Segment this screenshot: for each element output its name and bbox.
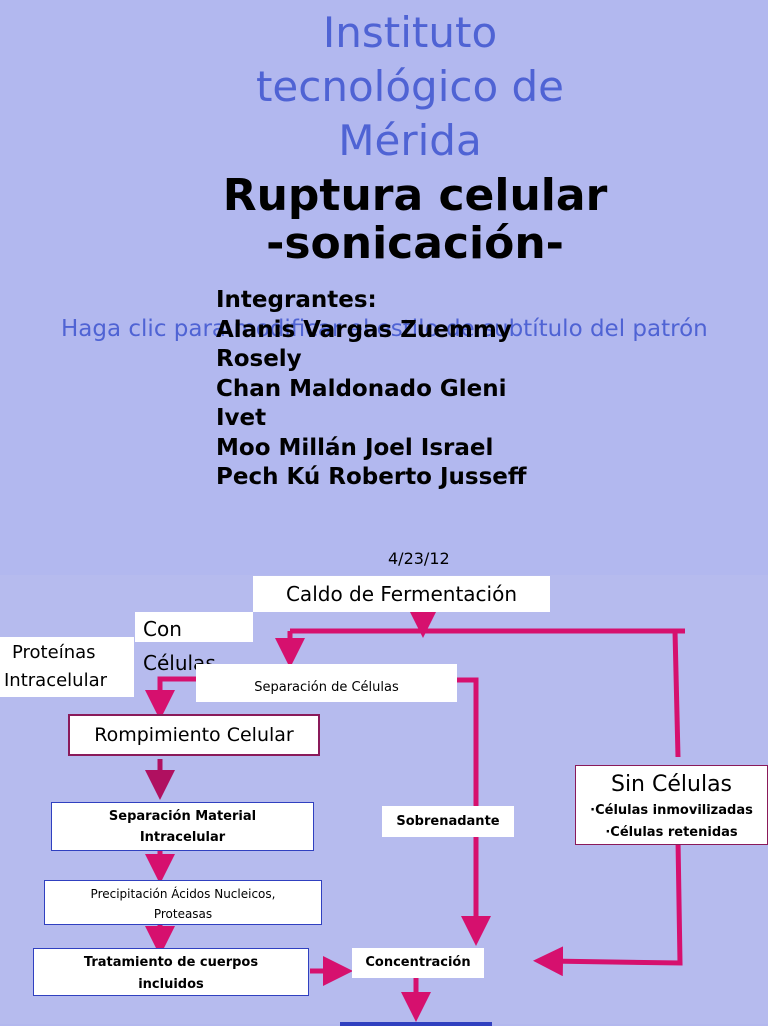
flowchart-slide: Caldo de Fermentación Con Células Proteí…	[0, 575, 768, 1026]
arrow-to-rompimiento	[145, 676, 196, 720]
member-line: Moo Millán Joel Israel	[216, 434, 494, 461]
concentracion-label: Concentración	[365, 955, 471, 970]
precipitacion-line: Precipitación Ácidos Nucleicos,	[90, 887, 276, 901]
member-line: Rosely	[216, 346, 302, 372]
concentracion-box: Concentración	[352, 948, 484, 978]
title-slide: Instituto tecnológico de Mérida Ruptura …	[61, 6, 708, 568]
proteinas-line: Proteínas	[12, 642, 96, 663]
institution-line: Mérida	[338, 116, 482, 165]
sin-celulas-box: Sin Células ·Células inmovilizadas ·Célu…	[575, 765, 768, 845]
separacion-material-box: Separación Material Intracelular	[51, 802, 314, 851]
rompimiento-label: Rompimiento Celular	[94, 724, 294, 746]
bottom-box-edge	[340, 1022, 492, 1026]
sobrenadante-label: Sobrenadante	[396, 814, 500, 829]
arrow-sin-celulas	[533, 839, 683, 977]
flow-arrows	[145, 608, 685, 1022]
members-list: Integrantes: Alanis Vargas Zuemmy Rosely…	[216, 286, 576, 493]
presentation-title: Ruptura celular -sonicación-	[150, 172, 680, 268]
sobrenadante-box: Sobrenadante	[382, 806, 514, 837]
tratamiento-line: incluidos	[138, 977, 204, 992]
separacion-celulas-box: Separación de Células	[196, 664, 457, 702]
member-line: Ivet	[216, 405, 267, 431]
precipitacion-line: Proteasas	[153, 907, 213, 921]
sin-celulas-title: Sin Células	[610, 772, 733, 797]
proteinas-line: Intracelular	[4, 670, 108, 691]
separacion-celulas-label: Separación de Células	[254, 680, 399, 695]
precipitacion-box: Precipitación Ácidos Nucleicos, Proteasa…	[44, 880, 322, 925]
institution-title: Instituto tecnológico de Mérida	[180, 6, 640, 168]
title-line: Ruptura celular	[222, 170, 608, 221]
institution-line: Instituto	[322, 8, 498, 57]
con-celulas-box: Con Células	[135, 612, 253, 675]
caldo-label: Caldo de Fermentación	[285, 582, 518, 606]
sin-celulas-item: ·Células retenidas	[605, 825, 738, 840]
member-line: Pech Kú Roberto Jusseff	[216, 464, 527, 490]
member-line: Alanis Vargas Zuemmy	[216, 316, 512, 343]
subtitle-placeholder[interactable]: Haga clic para modificar el estilo de su…	[61, 316, 708, 342]
tratamiento-line: Tratamiento de cuerpos	[83, 955, 259, 970]
separacion-material-line: Intracelular	[139, 830, 226, 845]
title-line: -sonicación-	[266, 218, 564, 269]
con-celulas-line: Con	[143, 617, 182, 641]
arrow-sobrenadante	[456, 677, 491, 946]
members-heading: Integrantes:	[216, 287, 377, 313]
institution-line: tecnológico de	[255, 62, 565, 111]
member-line: Chan Maldonado Gleni	[216, 375, 507, 402]
caldo-fermentacion-box: Caldo de Fermentación	[253, 576, 550, 612]
tratamiento-box: Tratamiento de cuerpos incluidos	[33, 948, 309, 996]
arrow-right-branch	[672, 630, 681, 758]
slide-date: 4/23/12	[388, 549, 450, 568]
sin-celulas-item: ·Células inmovilizadas	[590, 803, 753, 818]
rompimiento-box: Rompimiento Celular	[68, 714, 320, 756]
proteinas-box: Proteínas Intracelular	[0, 637, 134, 697]
separacion-material-line: Separación Material	[108, 809, 257, 824]
